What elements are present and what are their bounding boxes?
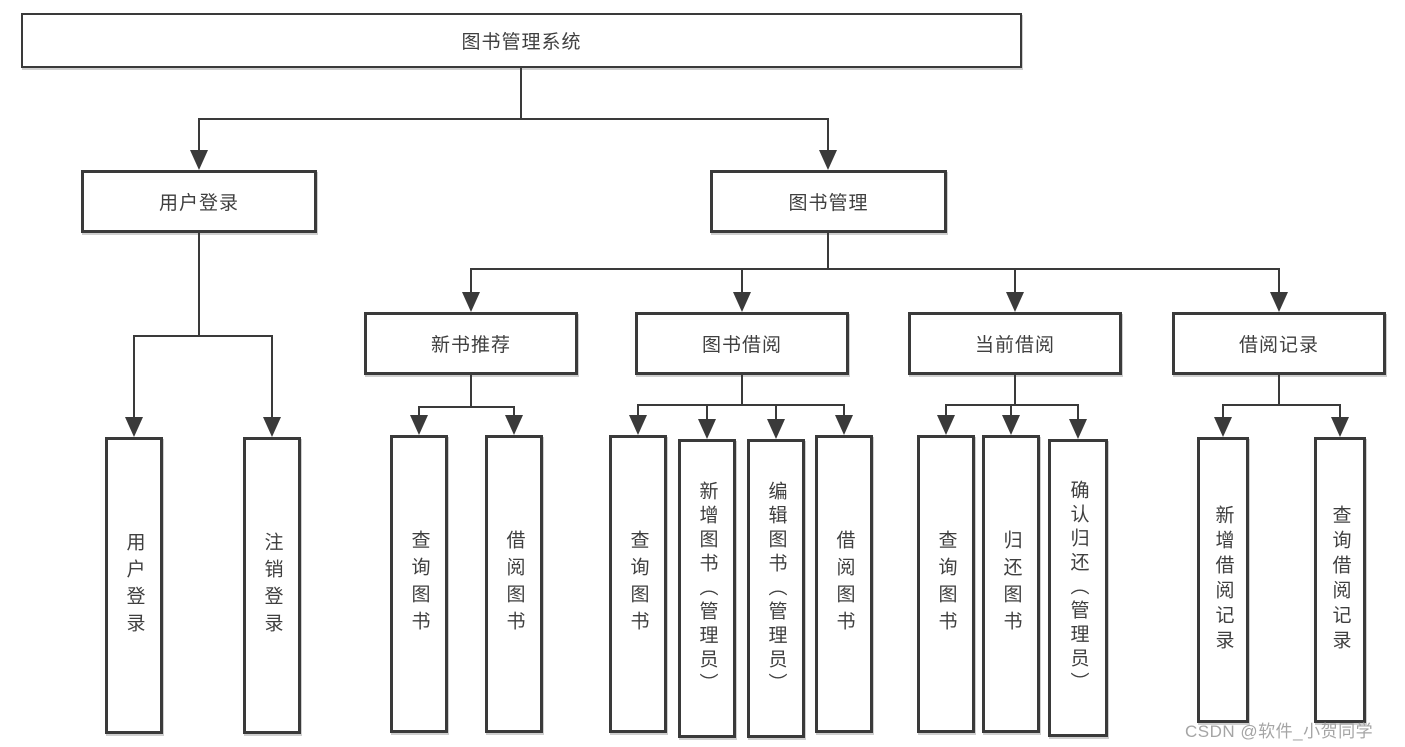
arrowhead-book-borrow bbox=[733, 292, 751, 312]
arrowhead-leaf-br-query bbox=[1331, 417, 1349, 437]
leaf-record-add: 新增借阅记录 bbox=[1197, 437, 1249, 723]
connector-borrow-record-stem bbox=[1278, 375, 1280, 406]
node-root-label: 图书管理系统 bbox=[461, 32, 582, 53]
arrowhead-leaf-logout bbox=[263, 417, 281, 437]
connector-to-current-borrow bbox=[1014, 268, 1016, 294]
connector-new-book-crossbar bbox=[419, 406, 515, 408]
arrowhead-leaf-cb-confirm bbox=[1069, 419, 1087, 439]
leaf-bookborrow-edit-label: 编辑图书（管理员） bbox=[765, 480, 787, 697]
connector-to-leaf-br-add bbox=[1222, 404, 1224, 418]
connector-user-login-crossbar bbox=[133, 335, 273, 337]
connector-current-borrow-stem bbox=[1014, 375, 1016, 406]
node-new-book: 新书推荐 bbox=[364, 312, 578, 375]
leaf-current-confirm: 确认归还（管理员） bbox=[1048, 439, 1108, 737]
connector-book-borrow-stem bbox=[741, 375, 743, 406]
leaf-current-query-label: 查询图书 bbox=[935, 530, 957, 638]
arrowhead-leaf-bb-add bbox=[698, 419, 716, 439]
connector-to-leaf-bb-query bbox=[637, 404, 639, 417]
connector-borrow-record-crossbar bbox=[1223, 404, 1341, 406]
node-book-mgmt: 图书管理 bbox=[710, 170, 947, 233]
connector-to-leaf-bb-edit bbox=[775, 404, 777, 421]
connector-to-leaf-cb-confirm bbox=[1077, 404, 1079, 421]
leaf-newbook-query: 查询图书 bbox=[390, 435, 448, 733]
leaf-user-login-label: 用户登录 bbox=[123, 531, 145, 640]
connector-current-borrow-crossbar bbox=[946, 404, 1078, 406]
leaf-current-return-label: 归还图书 bbox=[1000, 530, 1022, 638]
arrowhead-leaf-nb-borrow bbox=[505, 415, 523, 435]
node-borrow-record: 借阅记录 bbox=[1172, 312, 1386, 375]
node-user-login-label: 用户登录 bbox=[158, 193, 239, 214]
leaf-newbook-query-label: 查询图书 bbox=[408, 530, 430, 638]
arrowhead-leaf-nb-query bbox=[410, 415, 428, 435]
arrowhead-new-book bbox=[462, 292, 480, 312]
connector-to-leaf-logout bbox=[271, 335, 273, 418]
arrowhead-leaf-cb-return bbox=[1002, 415, 1020, 435]
connector-to-leaf-login bbox=[133, 335, 135, 418]
connector-root-crossbar bbox=[198, 118, 829, 120]
connector-to-leaf-br-query bbox=[1339, 404, 1341, 418]
connector-book-borrow-crossbar bbox=[638, 404, 845, 406]
leaf-bookborrow-add: 新增图书（管理员） bbox=[678, 439, 736, 738]
leaf-newbook-borrow-label: 借阅图书 bbox=[503, 530, 525, 638]
node-root: 图书管理系统 bbox=[21, 13, 1022, 68]
csdn-watermark: CSDN @软件_小贺同学 bbox=[1185, 722, 1374, 741]
arrowhead-leaf-bb-query bbox=[629, 415, 647, 435]
arrowhead-leaf-br-add bbox=[1214, 417, 1232, 437]
leaf-record-query: 查询借阅记录 bbox=[1314, 437, 1366, 723]
connector-to-user-login bbox=[198, 118, 200, 152]
leaf-user-login: 用户登录 bbox=[105, 437, 163, 734]
leaf-logout: 注销登录 bbox=[243, 437, 301, 734]
leaf-current-query: 查询图书 bbox=[917, 435, 975, 733]
arrowhead-leaf-bb-borrow bbox=[835, 415, 853, 435]
node-book-borrow-label: 图书借阅 bbox=[701, 335, 782, 356]
node-book-borrow: 图书借阅 bbox=[635, 312, 849, 375]
connector-to-book-borrow bbox=[741, 268, 743, 294]
node-book-mgmt-label: 图书管理 bbox=[788, 193, 869, 214]
leaf-bookborrow-query: 查询图书 bbox=[609, 435, 667, 733]
connector-to-new-book bbox=[470, 268, 472, 294]
connector-book-mgmt-stem bbox=[827, 233, 829, 270]
leaf-logout-label: 注销登录 bbox=[261, 531, 283, 640]
node-current-borrow-label: 当前借阅 bbox=[974, 335, 1055, 356]
leaf-bookborrow-edit: 编辑图书（管理员） bbox=[747, 439, 805, 738]
connector-to-leaf-bb-add bbox=[706, 404, 708, 421]
node-current-borrow: 当前借阅 bbox=[908, 312, 1122, 375]
arrowhead-leaf-login bbox=[125, 417, 143, 437]
arrowhead-book-mgmt bbox=[819, 150, 837, 170]
node-new-book-label: 新书推荐 bbox=[430, 335, 511, 356]
connector-new-book-stem bbox=[470, 375, 472, 408]
leaf-newbook-borrow: 借阅图书 bbox=[485, 435, 543, 733]
leaf-bookborrow-query-label: 查询图书 bbox=[627, 530, 649, 638]
arrowhead-leaf-bb-edit bbox=[767, 419, 785, 439]
arrowhead-borrow-record bbox=[1270, 292, 1288, 312]
leaf-bookborrow-add-label: 新增图书（管理员） bbox=[696, 480, 718, 697]
node-borrow-record-label: 借阅记录 bbox=[1238, 335, 1319, 356]
arrowhead-user-login bbox=[190, 150, 208, 170]
connector-book-mgmt-crossbar bbox=[470, 268, 1280, 270]
leaf-bookborrow-borrow-label: 借阅图书 bbox=[833, 530, 855, 638]
leaf-record-add-label: 新增借阅记录 bbox=[1212, 505, 1234, 655]
connector-to-leaf-cb-query bbox=[945, 404, 947, 417]
leaf-current-return: 归还图书 bbox=[982, 435, 1040, 733]
connector-root-stem bbox=[520, 68, 522, 119]
connector-to-leaf-cb-return bbox=[1010, 404, 1012, 417]
leaf-bookborrow-borrow: 借阅图书 bbox=[815, 435, 873, 733]
node-user-login: 用户登录 bbox=[81, 170, 317, 233]
leaf-record-query-label: 查询借阅记录 bbox=[1329, 505, 1351, 655]
arrowhead-leaf-cb-query bbox=[937, 415, 955, 435]
connector-to-book-mgmt bbox=[827, 118, 829, 152]
leaf-current-confirm-label: 确认归还（管理员） bbox=[1067, 480, 1089, 696]
arrowhead-current-borrow bbox=[1006, 292, 1024, 312]
connector-to-leaf-bb-borrow bbox=[843, 404, 845, 417]
connector-user-login-stem bbox=[198, 233, 200, 336]
connector-to-borrow-record bbox=[1278, 268, 1280, 294]
connector-to-leaf-nb-borrow bbox=[513, 406, 515, 417]
connector-to-leaf-nb-query bbox=[418, 406, 420, 417]
